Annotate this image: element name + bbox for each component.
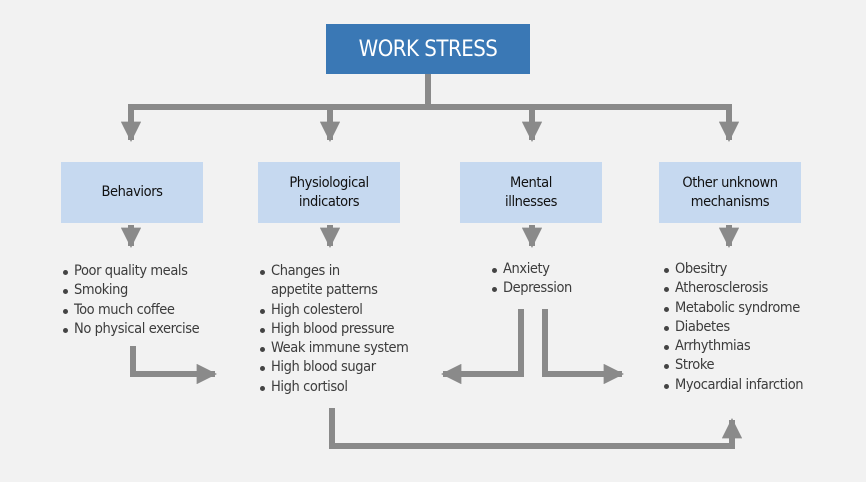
list-item-text: High cortisol xyxy=(271,378,348,395)
category-label: Other unknown mechanisms xyxy=(682,174,778,210)
list-item: Atherosclerosis xyxy=(664,279,803,298)
bullet-icon xyxy=(260,308,265,314)
bullet-icon xyxy=(260,347,265,353)
category-other-unknown-mechanisms: Other unknown mechanisms xyxy=(659,162,801,223)
bullet-icon xyxy=(664,306,669,312)
list-item: High colesterol xyxy=(260,301,408,320)
bullet-icon xyxy=(260,366,265,372)
category-physiological-indicators: Physiological indicators xyxy=(258,162,400,223)
bullet-icon xyxy=(664,345,669,351)
list-item: High blood pressure xyxy=(260,320,408,339)
bullet-icon xyxy=(260,385,265,391)
list-item-text: Poor quality meals xyxy=(74,263,188,279)
bullet-icon xyxy=(63,270,68,275)
list-item-text: Changes in appetite patterns xyxy=(271,263,378,299)
arrow-physiological-to-other xyxy=(329,408,743,449)
category-label: Behaviors xyxy=(101,184,163,200)
bullet-icon xyxy=(260,327,265,333)
bullet-icon xyxy=(492,268,497,273)
list-item-text: Depression xyxy=(503,280,572,297)
root-label: WORK STRESS xyxy=(358,36,498,62)
bullet-icon xyxy=(63,289,68,295)
bullet-icon xyxy=(492,287,497,293)
list-item-text: Diabetes xyxy=(675,318,730,335)
list-item: Depression xyxy=(492,279,572,298)
bullet-icon xyxy=(63,327,68,333)
list-item: No physical exercise xyxy=(63,320,200,339)
list-item-text: Smoking xyxy=(74,282,128,299)
list-item: Arrhythmias xyxy=(664,337,803,356)
list-item-text: Metabolic syndrome xyxy=(675,299,800,316)
category-label: Physiological indicators xyxy=(289,174,369,210)
bullet-icon xyxy=(664,325,669,331)
list-item: Changes in appetite patterns xyxy=(260,262,408,301)
list-item-text: High blood sugar xyxy=(271,359,376,376)
list-item-text: High blood pressure xyxy=(271,320,395,337)
list-item: Anxiety xyxy=(492,260,572,279)
bullet-icon xyxy=(63,308,68,314)
list-item: High cortisol xyxy=(260,378,408,397)
list-item-text: Arrhythmias xyxy=(675,338,751,355)
list-item-text: Atherosclerosis xyxy=(675,280,768,297)
arrow-mental-to-other xyxy=(542,309,625,385)
bullet-icon xyxy=(664,287,669,293)
list-item-text: High colesterol xyxy=(271,301,363,318)
list-item-text: Weak immune system xyxy=(271,340,409,357)
list-item: Metabolic syndrome xyxy=(664,299,803,318)
arrow-mental-to-physiological xyxy=(440,309,524,385)
arrow-behaviors-to-physiological xyxy=(130,346,218,385)
list-item: Diabetes xyxy=(664,318,803,337)
list-item: Stroke xyxy=(664,356,803,375)
bullet-icon xyxy=(664,383,669,389)
category-mental-illnesses: Mental illnesses xyxy=(460,162,602,223)
list-item: Weak immune system xyxy=(260,339,409,358)
list-item: Poor quality meals xyxy=(63,262,199,281)
list-item: Smoking xyxy=(63,281,199,300)
physiological-list: Changes in appetite patterns High colest… xyxy=(260,262,409,397)
other-list: Obesitry Atherosclerosis Metabolic syndr… xyxy=(664,260,804,395)
list-item-text: No physical exercise xyxy=(74,320,200,337)
category-behaviors: Behaviors xyxy=(61,162,203,223)
list-item: Obesitry xyxy=(664,260,803,279)
list-item-text: Myocardial infarction xyxy=(675,376,804,393)
mental-list: Anxiety Depression xyxy=(492,260,572,299)
behaviors-list: Poor quality meals Smoking Too much coff… xyxy=(63,262,200,339)
root-node-work-stress: WORK STRESS xyxy=(326,24,530,74)
category-label: Mental illnesses xyxy=(505,174,557,210)
list-item: High blood sugar xyxy=(260,358,408,377)
list-item-text: Stroke xyxy=(675,357,715,374)
list-item: Myocardial infarction xyxy=(664,376,804,395)
bullet-icon xyxy=(664,364,669,370)
bullet-icon xyxy=(664,268,669,273)
bullet-icon xyxy=(260,270,265,275)
list-item-text: Obesitry xyxy=(675,261,727,277)
list-item: Too much coffee xyxy=(63,301,199,320)
list-item-text: Too much coffee xyxy=(74,301,175,318)
list-item-text: Anxiety xyxy=(503,261,550,277)
